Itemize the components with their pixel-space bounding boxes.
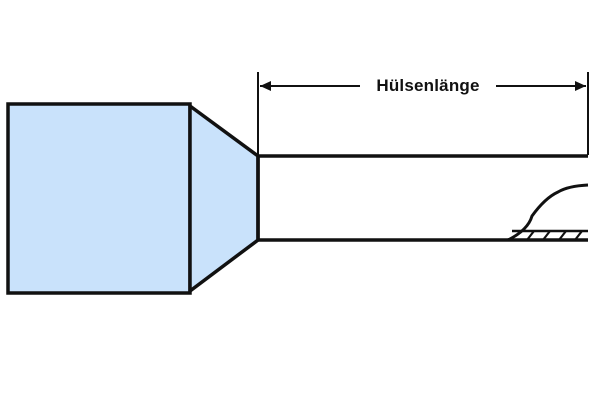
ferrule-collar xyxy=(6,102,192,295)
ferrule-cone xyxy=(188,102,260,295)
sleeve-cutaway-detail xyxy=(507,183,589,242)
dimension-arrow-left xyxy=(260,81,271,91)
dimension-label: Hülsenlänge xyxy=(360,76,496,96)
dimension-arrow-right xyxy=(575,81,586,91)
ferrule-sleeve xyxy=(256,154,588,242)
